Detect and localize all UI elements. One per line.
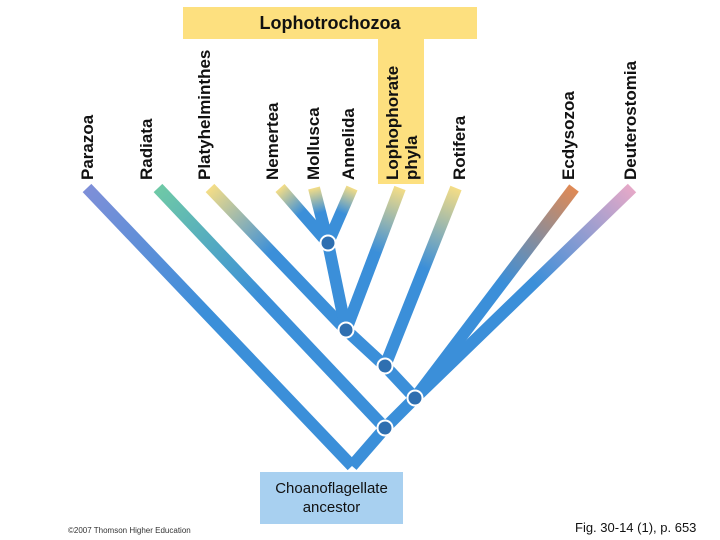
node-n5 bbox=[319, 234, 337, 252]
taxon-nemertea: Nemertea bbox=[263, 102, 282, 181]
taxon-parazoa: Parazoa bbox=[78, 114, 97, 180]
node-n3 bbox=[376, 357, 394, 375]
taxon-rotifera: Rotifera bbox=[450, 115, 469, 180]
node-n4 bbox=[337, 321, 355, 339]
branch-annelida bbox=[322, 185, 358, 246]
branch-parazoa bbox=[82, 183, 357, 471]
taxon-deuterostomia: Deuterostomia bbox=[621, 60, 640, 180]
branch-n3-n4 bbox=[341, 325, 390, 371]
branch-radiata bbox=[153, 183, 390, 433]
branch-platyhelminthes bbox=[205, 183, 351, 335]
figure-caption: Fig. 30-14 (1), p. 653 bbox=[575, 520, 697, 535]
lophotrochozoa-label: Lophotrochozoa bbox=[259, 12, 401, 33]
node-n2 bbox=[406, 389, 424, 407]
lophotrochozoa-header: Lophotrochozoa bbox=[183, 7, 477, 39]
copyright-notice: ©2007 Thomson Higher Education bbox=[68, 526, 191, 535]
ancestor-label: Choanoflagellate ancestor bbox=[275, 480, 388, 516]
taxon-mollusca: Mollusca bbox=[304, 107, 323, 180]
lophophorate-highlight bbox=[378, 39, 424, 184]
taxon-lophophorate-phyla: Lophophorate phyla bbox=[383, 65, 421, 180]
branch-n4-n5 bbox=[322, 241, 352, 332]
branch-rotifera bbox=[379, 185, 462, 369]
choanoflagellate-ancestor-box: Choanoflagellate ancestor bbox=[260, 472, 403, 524]
taxon-platyhelminthes: Platyhelminthes bbox=[195, 49, 214, 180]
branch-deuterostomia bbox=[410, 183, 637, 403]
node-n1 bbox=[376, 419, 394, 437]
taxon-radiata: Radiata bbox=[137, 118, 156, 180]
taxon-annelida: Annelida bbox=[339, 108, 358, 180]
taxon-ecdysozoa: Ecdysozoa bbox=[559, 91, 578, 180]
branch-lophophorate bbox=[340, 185, 406, 333]
branch-ecdysozoa bbox=[410, 184, 579, 402]
